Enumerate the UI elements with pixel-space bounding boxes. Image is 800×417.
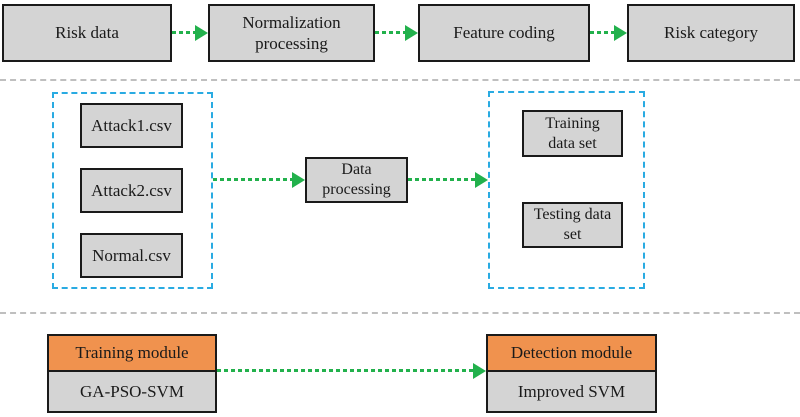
arrow-head-icon xyxy=(475,172,488,188)
arrow-line xyxy=(408,178,477,181)
training-module-header: Training module xyxy=(49,336,215,372)
testing-dataset-box: Testing data set xyxy=(522,202,623,248)
arrow-line xyxy=(213,178,294,181)
detection-module-body: Improved SVM xyxy=(517,381,626,401)
arrow-line xyxy=(217,369,475,372)
data-processing-box: Data processing xyxy=(305,157,408,203)
arrow-head-icon xyxy=(473,363,486,379)
flow-box-risk-data: Risk data xyxy=(2,4,172,62)
training-module-box: Training module GA-PSO-SVM xyxy=(47,334,217,413)
arrow-line xyxy=(375,31,407,34)
datasets-group xyxy=(488,91,645,289)
detection-module-box: Detection module Improved SVM xyxy=(486,334,657,413)
section-divider-top xyxy=(0,79,800,81)
flow-box-feature-coding: Feature coding xyxy=(418,4,590,62)
arrow-head-icon xyxy=(292,172,305,188)
arrow-head-icon xyxy=(195,25,208,41)
file-box-normal: Normal.csv xyxy=(80,233,183,278)
training-module-body: GA-PSO-SVM xyxy=(80,381,184,401)
flow-box-risk-category: Risk category xyxy=(627,4,795,62)
arrow-head-icon xyxy=(614,25,627,41)
detection-module-header: Detection module xyxy=(488,336,655,372)
arrow-line xyxy=(172,31,197,34)
arrow-line xyxy=(590,31,616,34)
input-files-group xyxy=(52,92,213,289)
file-box-attack1: Attack1.csv xyxy=(80,103,183,148)
section-divider-bottom xyxy=(0,312,800,314)
arrow-head-icon xyxy=(405,25,418,41)
training-dataset-box: Training data set xyxy=(522,110,623,157)
file-box-attack2: Attack2.csv xyxy=(80,168,183,213)
flow-box-normalization-processing: Normalization processing xyxy=(208,4,375,62)
